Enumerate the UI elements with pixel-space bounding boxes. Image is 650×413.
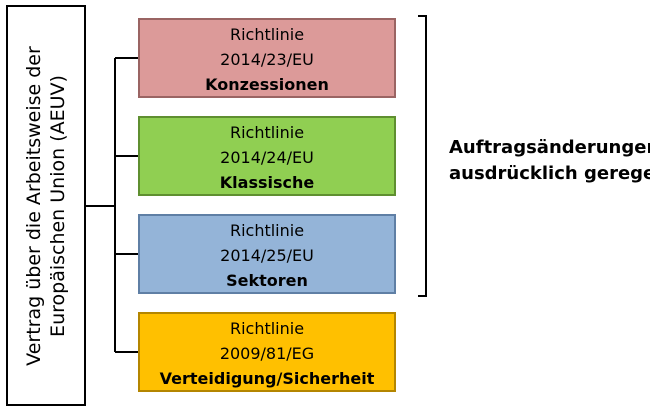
bracket-annotation: Auftragsänderungen ausdrücklich geregelt (449, 135, 650, 187)
directive-name: Sektoren (226, 271, 308, 290)
treaty-box: Vertrag über die Arbeitsweise der Europä… (6, 5, 86, 406)
directive-box-classic: Richtlinie 2014/24/EU Klassische (138, 116, 396, 196)
directive-number: 2014/25/EU (220, 246, 314, 265)
directive-name: Konzessionen (205, 75, 329, 94)
directive-name: Klassische (219, 173, 315, 192)
annotation-line-1: Auftragsänderungen (449, 137, 650, 158)
directive-label: Richtlinie (229, 319, 305, 338)
grouping-bracket (418, 15, 427, 297)
directive-number: 2014/24/EU (220, 148, 314, 167)
directive-name: Verteidigung/Sicherheit (159, 369, 375, 388)
directive-number: 2009/81/EG (219, 344, 315, 363)
directive-label: Richtlinie (229, 221, 305, 240)
directive-number: 2014/23/EU (220, 50, 314, 69)
directive-label: Richtlinie (229, 123, 305, 142)
annotation-line-2: ausdrücklich geregelt (449, 163, 650, 184)
directive-box-sectors: Richtlinie 2014/25/EU Sektoren (138, 214, 396, 294)
directive-box-concessions: Richtlinie 2014/23/EU Konzessionen (138, 18, 396, 98)
directive-box-defence-security: Richtlinie 2009/81/EG Verteidigung/Siche… (138, 312, 396, 392)
directive-label: Richtlinie (229, 25, 305, 44)
